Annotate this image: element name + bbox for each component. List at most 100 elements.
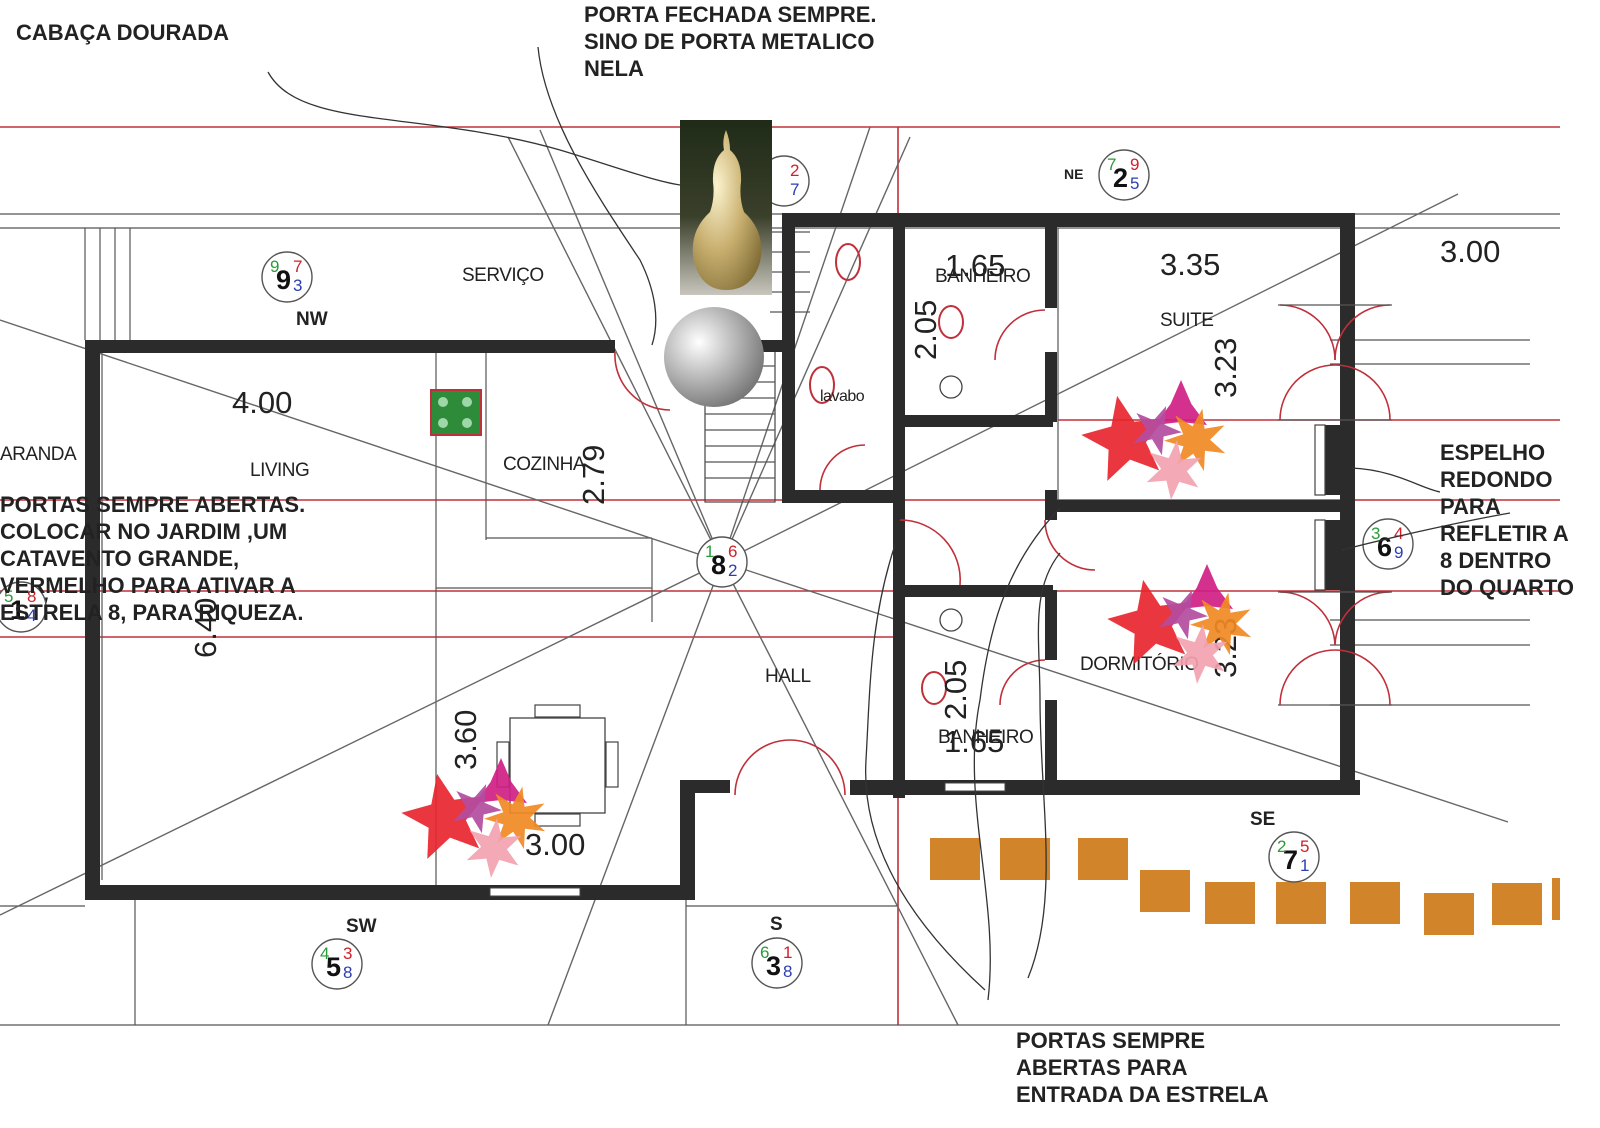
purple-star-icon: [1159, 590, 1208, 640]
flying-star-base: 8: [343, 963, 352, 982]
note-star-line-2: ABERTAS PARA: [1016, 1055, 1188, 1080]
room-hall: HALL: [765, 666, 811, 687]
room-banheiro-bottom: BANHEIRO: [938, 727, 1033, 748]
door-swings: [614, 304, 1392, 796]
flying-star-water: 7: [293, 257, 302, 276]
red-star-icon: [401, 773, 486, 859]
room-cozinha: COZINHA: [503, 454, 586, 475]
dir-sw: SW: [346, 916, 377, 937]
orange-star-icon: [1164, 408, 1226, 471]
flying-star-mountain: 6: [760, 943, 769, 962]
pink-star-icon: [1146, 440, 1202, 500]
flying-star-main: 7: [1283, 845, 1298, 875]
sector-rays: [0, 126, 1509, 1026]
purple-star-icon: [453, 784, 502, 834]
dir-se: SE: [1250, 809, 1275, 830]
fixtures: [430, 243, 1326, 827]
room-labels: SERVIÇO LIVING COZINHA ARANDA lavabo BAN…: [0, 265, 1214, 748]
flying-star-water: 6: [728, 542, 737, 561]
flying-star-water: 8: [27, 587, 36, 606]
flying-star-water: 5: [1300, 837, 1309, 856]
magenta-star-icon: [475, 758, 527, 803]
dim-dining-depth: 3.60: [448, 710, 483, 770]
flying-star-circle: [1268, 831, 1320, 883]
dim-living-depth: 6.40: [188, 598, 223, 658]
drafting-lines: [0, 213, 1560, 1026]
note-garden-line-4: VERMELHO PARA ATIVAR A: [0, 573, 296, 598]
red-star-icon: [1107, 579, 1192, 665]
dim-suite-depth: 3.23: [1208, 338, 1243, 398]
note-garden-line-1: PORTAS SEMPRE ABERTAS.: [0, 492, 305, 517]
note-mirror-line-3: PARA: [1440, 494, 1501, 519]
note-garden-line-5: ESTRELA 8, PARA RIQUEZA.: [0, 600, 304, 625]
note-gourd: CABAÇA DOURADA: [16, 20, 229, 45]
note-door-closed-line-3: NELA: [584, 56, 644, 81]
flying-star-water: 1: [783, 943, 792, 962]
flying-star-base: 9: [1394, 543, 1403, 562]
room-servico: SERVIÇO: [462, 265, 544, 286]
flying-star-water: 4: [1394, 524, 1403, 543]
flying-star-water: 2: [790, 161, 799, 180]
note-star-line-3: ENTRADA DA ESTRELA: [1016, 1082, 1269, 1107]
walls: [85, 213, 1360, 900]
star-cluster-2: [1081, 380, 1226, 500]
flying-star-main: 8: [711, 550, 726, 580]
flying-star-water: 3: [343, 944, 352, 963]
metal-door-bell-sphere: [664, 307, 764, 407]
flying-star-base: 3: [293, 276, 302, 295]
garden-path-tiles: [930, 838, 1560, 935]
flying-star-mountain: 7: [1107, 155, 1116, 174]
flying-star-circle: [751, 937, 803, 989]
flying-star-mountain: 1: [705, 542, 714, 561]
dim-dining-width: 3.00: [525, 827, 585, 862]
flying-star-circle: [0, 581, 47, 633]
star-cluster-1: [401, 758, 546, 878]
dim-suite-width: 3.35: [1160, 247, 1220, 282]
note-doors-open-star: PORTAS SEMPRE ABERTAS PARA ENTRADA DA ES…: [1016, 1028, 1269, 1107]
flying-star-circle: [1098, 149, 1150, 201]
magenta-star-icon: [1181, 564, 1233, 609]
flying-star-mountain: 5: [4, 587, 13, 606]
note-garden-line-3: CATAVENTO GRANDE,: [0, 546, 239, 571]
dir-s: S: [770, 914, 783, 935]
flying-star-main: 5: [326, 952, 341, 982]
flying-star-base: 8: [783, 962, 792, 981]
note-door-closed: PORTA FECHADA SEMPRE. SINO DE PORTA META…: [584, 2, 877, 81]
flying-star-mountain: 2: [1277, 837, 1286, 856]
dir-nw: NW: [296, 309, 328, 330]
magenta-star-icon: [1155, 380, 1207, 425]
note-garden-line-2: COLOCAR NO JARDIM ,UM: [0, 519, 287, 544]
room-lavabo: lavabo: [820, 388, 865, 405]
flying-star-mountain: 3: [1371, 524, 1380, 543]
note-door-closed-line-1: PORTA FECHADA SEMPRE.: [584, 2, 877, 27]
flying-star-circle: [311, 938, 363, 990]
star-clusters: [401, 380, 1252, 878]
note-door-closed-line-2: SINO DE PORTA METALICO: [584, 29, 874, 54]
note-doors-open-garden: PORTAS SEMPRE ABERTAS. COLOCAR NO JARDIM…: [0, 492, 305, 625]
flying-star-base: 2: [728, 561, 737, 580]
room-dormitorio: DORMITÓRIO: [1080, 653, 1199, 675]
note-mirror-line-4: REFLETIR A: [1440, 521, 1569, 546]
room-banheiro-top: BANHEIRO: [935, 266, 1030, 287]
flying-star-base: 5: [1130, 174, 1139, 193]
dim-bath-bottom-depth: 2.05: [938, 660, 973, 720]
flying-star-base: 1: [1300, 856, 1309, 875]
dimension-labels: 4.00 2.79 6.40 3.60 3.00 1.65 2.05 3.35 …: [188, 234, 1500, 862]
flying-star-mountain: 4: [320, 944, 329, 963]
orange-star-icon: [484, 786, 546, 849]
dir-ne: NE: [1064, 166, 1083, 182]
flying-star-circle: [696, 536, 748, 588]
pink-star-icon: [466, 818, 522, 878]
flying-star-circle: [261, 251, 313, 303]
flying-star-main: 9: [276, 265, 291, 295]
flying-star-main: 6: [1377, 532, 1392, 562]
